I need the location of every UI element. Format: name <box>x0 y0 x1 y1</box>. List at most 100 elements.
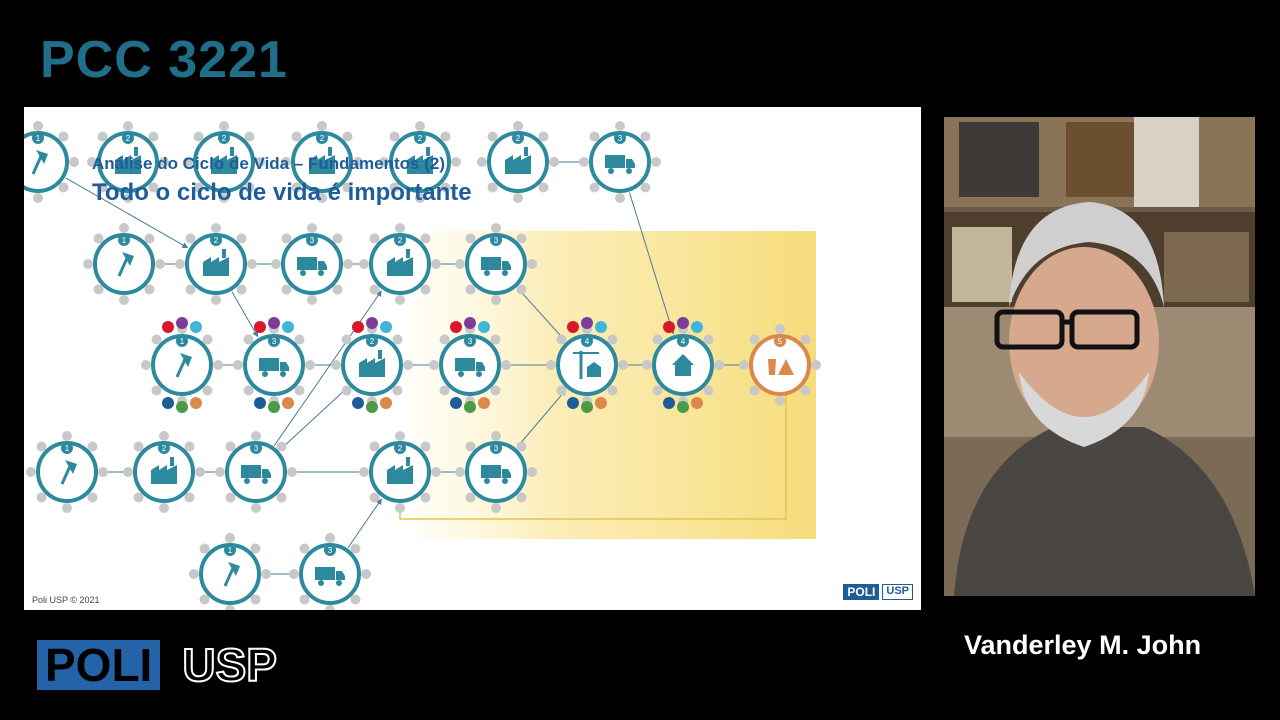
impact-dot <box>341 334 352 345</box>
impact-dot <box>87 492 98 503</box>
impact-category-dot <box>282 397 294 409</box>
impact-category-dot <box>478 397 490 409</box>
impact-dot <box>491 223 501 233</box>
impact-dot <box>193 131 204 142</box>
impact-dot <box>491 503 501 513</box>
impact-category-dot <box>366 401 378 413</box>
stage-number: 2 <box>370 337 375 346</box>
factory-icon <box>309 147 335 174</box>
lifecycle-node: 2 <box>477 121 559 203</box>
impact-dot <box>487 182 498 193</box>
impact-dot <box>420 492 431 503</box>
impact-dot <box>440 131 451 142</box>
impact-dot <box>255 157 265 167</box>
impact-dot <box>477 157 487 167</box>
impact-dot <box>549 157 559 167</box>
impact-dot <box>379 157 389 167</box>
truck-icon <box>481 465 511 484</box>
impact-dot <box>36 492 47 503</box>
impact-dot <box>369 233 380 244</box>
stage-badge <box>32 132 44 144</box>
impact-dot <box>642 360 652 370</box>
axe-icon <box>223 562 240 587</box>
house-icon <box>672 354 694 376</box>
impact-dot <box>243 385 254 396</box>
impact-dot <box>395 295 405 305</box>
impact-dot <box>389 182 400 193</box>
impact-dot <box>291 182 302 193</box>
stage-badge <box>490 442 502 454</box>
impact-dot <box>615 193 625 203</box>
stage-badge <box>677 335 689 347</box>
impact-dot <box>119 295 129 305</box>
impact-dot <box>189 569 199 579</box>
impact-category-dot <box>254 321 266 333</box>
stage-number: 2 <box>126 134 131 143</box>
stage-number: 1 <box>180 337 185 346</box>
impact-dot <box>440 182 451 193</box>
stage-badge <box>614 132 626 144</box>
disposal-icon <box>768 359 794 375</box>
impact-dot <box>703 334 714 345</box>
stage-badge <box>118 234 130 246</box>
lifecycle-node: 3 <box>429 317 511 413</box>
impact-category-dot <box>595 321 607 333</box>
impact-dot <box>183 157 193 167</box>
impact-dot <box>33 193 43 203</box>
slide-logo-usp: USP <box>882 584 913 600</box>
impact-category-dot <box>691 397 703 409</box>
stage-badge <box>774 335 786 347</box>
impact-dot <box>332 233 343 244</box>
impact-dot <box>415 193 425 203</box>
impact-dot <box>276 492 287 503</box>
impact-dot <box>618 360 628 370</box>
impact-dot <box>513 121 523 131</box>
lifecycle-node: 2 <box>359 431 441 513</box>
impact-dot <box>516 233 527 244</box>
impact-category-dot <box>663 397 675 409</box>
impact-dot <box>651 157 661 167</box>
stage-badge <box>61 442 73 454</box>
impact-dot <box>299 594 310 605</box>
impact-dot <box>392 385 403 396</box>
truck-icon <box>259 358 289 377</box>
impact-dot <box>546 360 556 370</box>
impact-dot <box>579 157 589 167</box>
impact-dot <box>225 492 236 503</box>
factory-icon <box>505 147 531 174</box>
impact-dot <box>395 503 405 513</box>
impact-dot <box>294 334 305 345</box>
impact-dot <box>251 503 261 513</box>
stage-badge <box>366 335 378 347</box>
truck-icon <box>605 155 635 174</box>
lifecycle-node: 2 <box>331 317 413 413</box>
stage-number: 3 <box>272 337 277 346</box>
lifecycle-node: 1 <box>189 533 271 610</box>
impact-dot <box>607 334 618 345</box>
impact-dot <box>184 441 195 452</box>
flow-arrow <box>279 386 349 451</box>
factory-icon <box>211 147 237 174</box>
impact-dot <box>215 467 225 477</box>
impact-dot <box>431 259 441 269</box>
impact-dot <box>281 233 292 244</box>
impact-category-dot <box>162 321 174 333</box>
impact-category-dot <box>450 321 462 333</box>
impact-dot <box>431 467 441 477</box>
stage-number: 2 <box>516 134 521 143</box>
impact-dot <box>281 284 292 295</box>
stage-badge <box>250 442 262 454</box>
impact-dot <box>123 467 133 477</box>
impact-dot <box>202 385 213 396</box>
lifecycle-node: 5 <box>739 324 821 406</box>
impact-dot <box>225 605 235 610</box>
impact-category-dot <box>567 321 579 333</box>
flow-arrow <box>516 389 567 448</box>
impact-dot <box>513 193 523 203</box>
lifecycle-node: 3 <box>271 223 353 305</box>
impact-dot <box>195 467 205 477</box>
flow-arrow <box>347 498 382 548</box>
impact-dot <box>359 259 369 269</box>
impact-dot <box>97 131 108 142</box>
factory-icon <box>387 249 413 276</box>
